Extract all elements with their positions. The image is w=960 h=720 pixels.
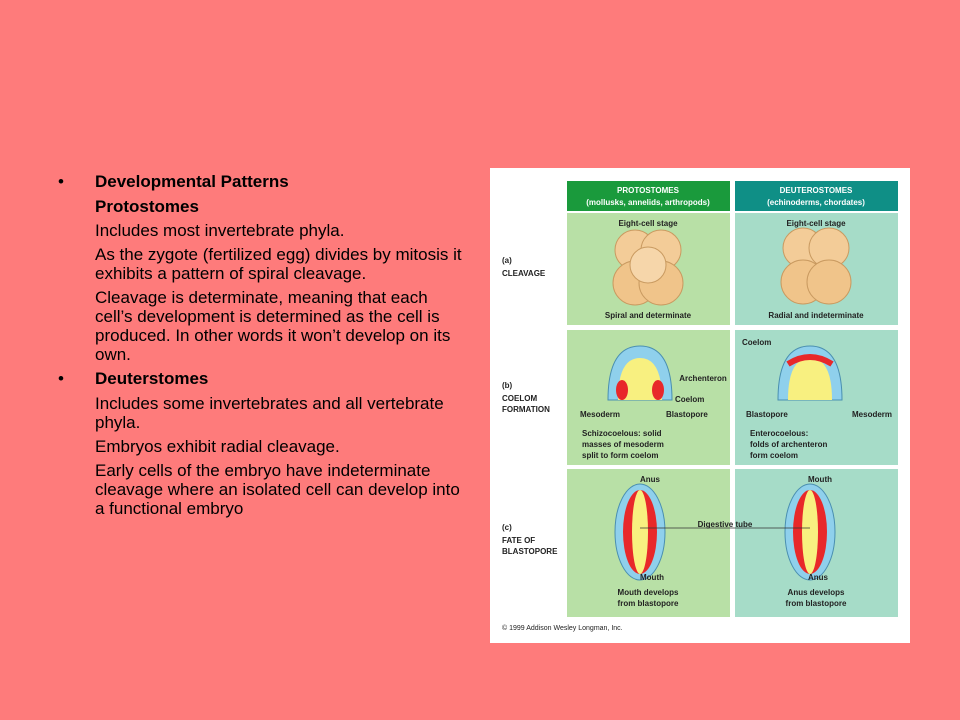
row-b-letter: (b) <box>502 381 513 390</box>
anus-develops-line1: Anus develops <box>788 588 845 597</box>
row-a-label: CLEAVAGE <box>502 269 546 278</box>
archenteron-label: Archenteron <box>679 374 727 383</box>
spiral-label: Spiral and determinate <box>605 311 692 320</box>
row-b-label2: FORMATION <box>502 405 550 414</box>
subheading-protostomes: Protostomes <box>95 197 199 216</box>
bullet-deuterstomes: • Deuterstomes <box>58 369 468 388</box>
radial-embryo <box>780 227 852 305</box>
anus-right-label: Anus <box>808 573 829 582</box>
row-c-letter: (c) <box>502 523 512 532</box>
mesoderm-right-label: Mesoderm <box>852 410 892 419</box>
para-determinate: Cleavage is determinate, meaning that ea… <box>95 288 451 364</box>
figure-svg: PROTOSTOMES (mollusks, annelids, arthrop… <box>502 181 898 632</box>
deut-title: DEUTEROSTOMES <box>780 186 853 195</box>
spiral-embryo <box>612 229 684 306</box>
schizo-line2: masses of mesoderm <box>582 440 664 449</box>
para-invertebrate-phyla: Includes most invertebrate phyla. <box>95 221 345 240</box>
comparison-figure: PROTOSTOMES (mollusks, annelids, arthrop… <box>490 168 910 643</box>
anus-develops-line2: from blastopore <box>786 599 847 608</box>
heading-developmental-patterns: Developmental Patterns <box>95 172 289 191</box>
mouth-develops-line2: from blastopore <box>618 599 679 608</box>
proto-gastrula <box>607 345 673 401</box>
proto-digestive-embryo <box>614 483 666 581</box>
entero-line2: folds of archenteron <box>750 440 827 449</box>
deut-digestive-embryo <box>784 483 836 581</box>
para-vertebrate-phyla: Includes some invertebrates and all vert… <box>95 394 444 432</box>
para-indeterminate: Early cells of the embryo have indetermi… <box>95 461 460 518</box>
coelom-right-label: Coelom <box>742 338 771 347</box>
proto-subtitle: (mollusks, annelids, arthropods) <box>586 198 710 207</box>
proto-title: PROTOSTOMES <box>617 186 680 195</box>
coelom-left-label: Coelom <box>675 395 704 404</box>
schizo-line3: split to form coelom <box>582 451 658 460</box>
deuterostome-header <box>735 181 898 211</box>
radial-label: Radial and indeterminate <box>768 311 864 320</box>
deut-gastrula <box>777 345 843 401</box>
schizo-line1: Schizocoelous: solid <box>582 429 662 438</box>
para-radial-cleavage: Embryos exhibit radial cleavage. <box>95 437 340 456</box>
digestive-tube-label: Digestive tube <box>698 520 753 529</box>
row-b-label1: COELOM <box>502 394 537 403</box>
heading-deuterstomes: Deuterstomes <box>95 369 209 388</box>
row-c-label2: BLASTOPORE <box>502 547 558 556</box>
blastopore-left-label: Blastopore <box>666 410 708 419</box>
row-c-label1: FATE OF <box>502 536 535 545</box>
bullet-dot: • <box>58 172 64 191</box>
copyright: © 1999 Addison Wesley Longman, Inc. <box>502 624 623 632</box>
entero-line3: form coelom <box>750 451 798 460</box>
deut-subtitle: (echinoderms, chordates) <box>767 198 865 207</box>
entero-line1: Enterocoelous: <box>750 429 808 438</box>
mouth-develops-line1: Mouth develops <box>618 588 679 597</box>
blastopore-right-label: Blastopore <box>746 410 788 419</box>
protostome-header <box>567 181 730 211</box>
row-a-letter: (a) <box>502 256 512 265</box>
para-spiral-cleavage: As the zygote (fertilized egg) divides b… <box>95 245 462 283</box>
mouth-left-label: Mouth <box>640 573 664 582</box>
slide-text: • Developmental Patterns Protostomes Inc… <box>58 172 468 523</box>
bullet-developmental-patterns: • Developmental Patterns <box>58 172 468 191</box>
mouth-right-label: Mouth <box>808 475 832 484</box>
eight-cell-right-label: Eight-cell stage <box>786 219 846 228</box>
eight-cell-left-label: Eight-cell stage <box>618 219 678 228</box>
mesoderm-left-label: Mesoderm <box>580 410 620 419</box>
bullet-dot: • <box>58 369 64 388</box>
anus-left-label: Anus <box>640 475 661 484</box>
